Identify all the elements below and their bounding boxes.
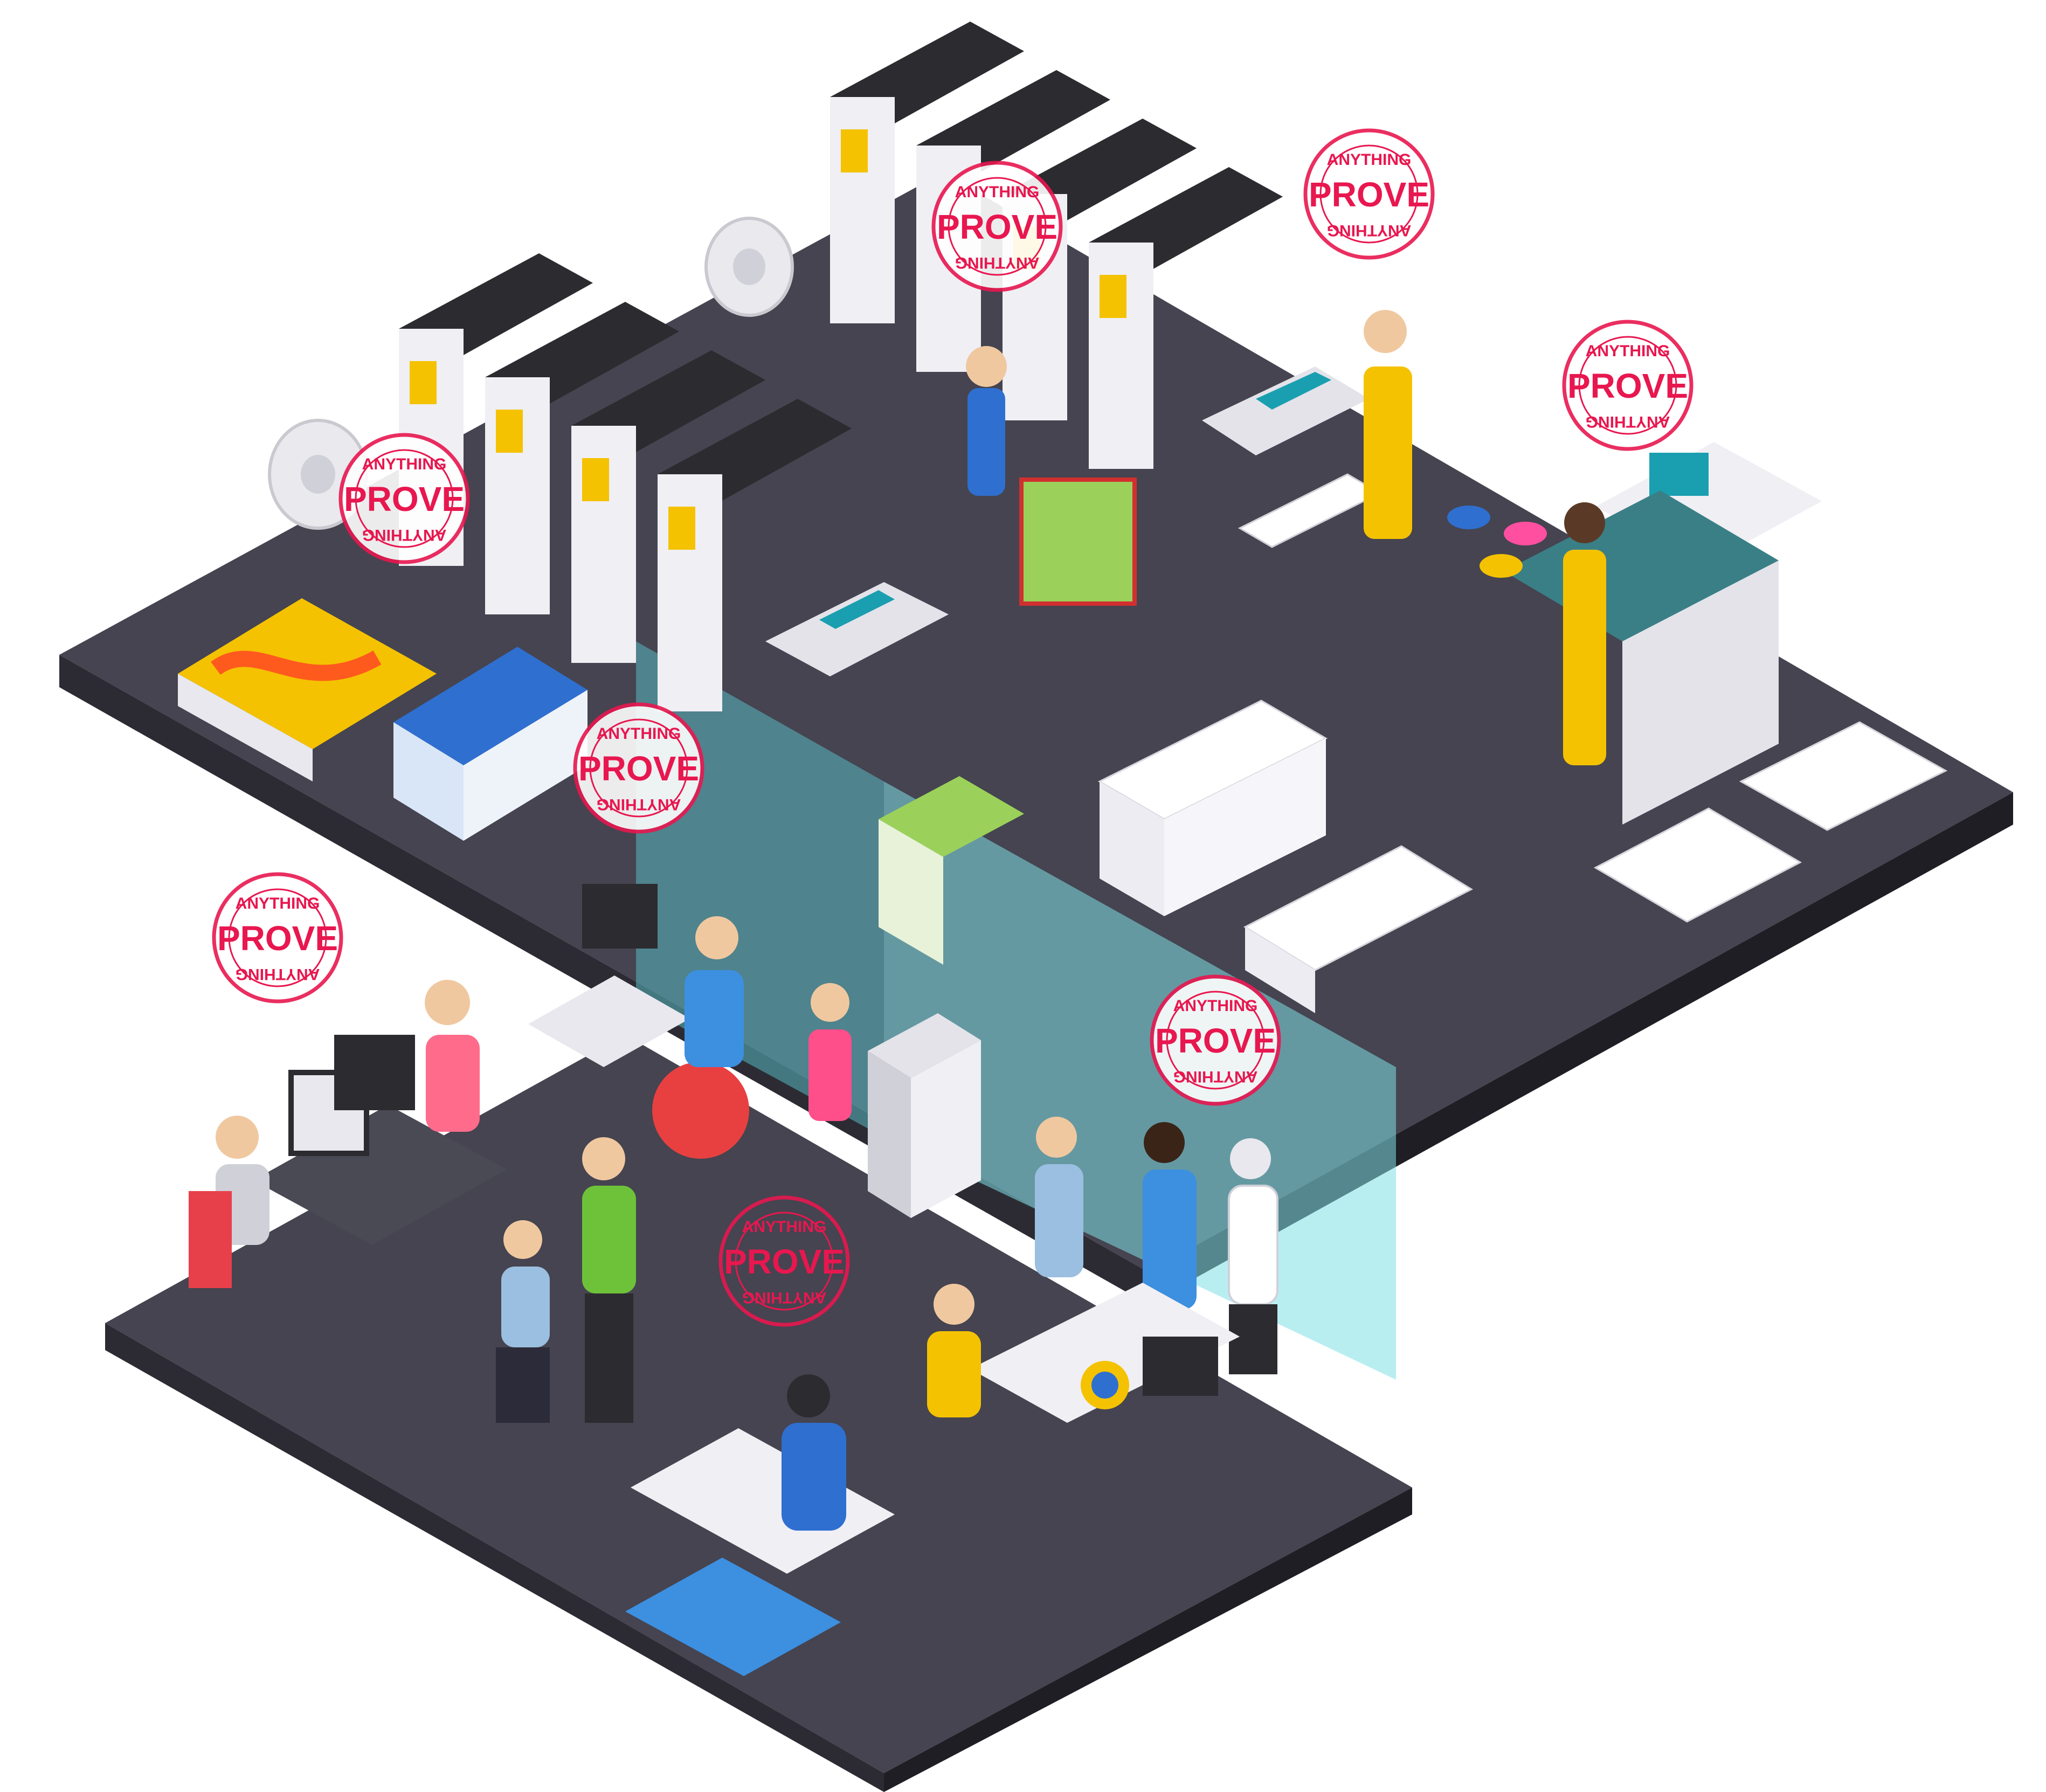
office-copier: [808, 983, 981, 1218]
prove-anything-stamp: ANYTHING PROVE ANYTHING: [212, 872, 343, 1004]
people-group-right: [1035, 1117, 1278, 1374]
press-control-console: [1202, 366, 1369, 455]
color-proof-table: [927, 1283, 1240, 1423]
prove-anything-stamp: ANYTHING PROVE ANYTHING: [718, 1195, 850, 1327]
stamp-ring-text-bottom: ANYTHING: [955, 254, 1040, 272]
stamp-main-word: PROVE: [724, 1242, 845, 1281]
stamp-ring-text-top: ANYTHING: [1327, 151, 1412, 169]
poster-stack-blue: [393, 647, 587, 841]
stamp-main-word: PROVE: [344, 480, 465, 518]
prove-anything-stamp: ANYTHING PROVE ANYTHING: [573, 702, 704, 834]
poster-stack-orange: [178, 598, 437, 781]
press-control-console-front: [765, 582, 949, 676]
prove-anything-stamp: ANYTHING PROVE ANYTHING: [1150, 974, 1281, 1106]
designer-desk-left: [189, 980, 507, 1288]
stamp-ring-text-top: ANYTHING: [1173, 997, 1258, 1015]
stamp-ring-text-bottom: ANYTHING: [742, 1289, 827, 1306]
prove-anything-stamp: ANYTHING PROVE ANYTHING: [1303, 128, 1435, 260]
stamp-main-word: PROVE: [1567, 366, 1688, 405]
prove-anything-stamp: ANYTHING PROVE ANYTHING: [1562, 320, 1694, 451]
people-group-left: [496, 1137, 636, 1423]
press-unit-4: [1089, 167, 1283, 469]
paper-stack-2: [1243, 845, 1474, 1013]
paper-stack-3: [1593, 721, 1948, 923]
paper-roll-back: [704, 217, 794, 317]
paper-stack-1: [1097, 700, 1328, 916]
stamp-ring-text-top: ANYTHING: [955, 183, 1040, 201]
stamp-ring-text-bottom: ANYTHING: [597, 795, 681, 813]
press-unit-front-2: [485, 302, 679, 614]
stamp-ring-text-bottom: ANYTHING: [1586, 413, 1670, 431]
wide-format-plotter: [625, 1374, 895, 1676]
stamp-ring-text-bottom: ANYTHING: [362, 526, 447, 544]
stamp-ring-text-bottom: ANYTHING: [236, 965, 320, 983]
watermark-stamps: ANYTHINGPROVEANYTHINGANYTHINGPROVEANYTHI…: [212, 128, 1694, 1327]
press-unit-front-4: [658, 399, 852, 711]
printing-press-front-row: [268, 253, 949, 711]
prove-anything-stamp: ANYTHING PROVE ANYTHING: [931, 161, 1063, 292]
stamp-ring-text-top: ANYTHING: [236, 895, 320, 912]
stamp-ring-text-top: ANYTHING: [362, 455, 447, 473]
prove-anything-stamp: ANYTHING PROVE ANYTHING: [338, 433, 470, 564]
stamp-ring-text-bottom: ANYTHING: [1173, 1068, 1258, 1085]
lower-floor-platform: [105, 1035, 1412, 1792]
poster-stack-green: [879, 776, 1024, 965]
worker-with-cart: [966, 346, 1137, 606]
stamp-main-word: PROVE: [217, 919, 338, 958]
designer-desk-center: [528, 884, 749, 1159]
stamp-main-word: PROVE: [937, 207, 1057, 246]
worker-at-console: [1364, 310, 1412, 539]
stamp-ring-text-top: ANYTHING: [597, 725, 681, 743]
press-unit-1: [830, 22, 1024, 323]
worker-at-cutter: [1563, 502, 1606, 765]
press-unit-front-3: [571, 350, 765, 663]
stamp-ring-text-top: ANYTHING: [1586, 342, 1670, 360]
stamp-main-word: PROVE: [1155, 1021, 1276, 1060]
stamp-main-word: PROVE: [1309, 175, 1429, 214]
stamp-main-word: PROVE: [578, 749, 699, 788]
stamp-ring-text-bottom: ANYTHING: [1327, 222, 1412, 239]
stamp-ring-text-top: ANYTHING: [742, 1218, 827, 1236]
ink-cans: [1447, 506, 1547, 578]
